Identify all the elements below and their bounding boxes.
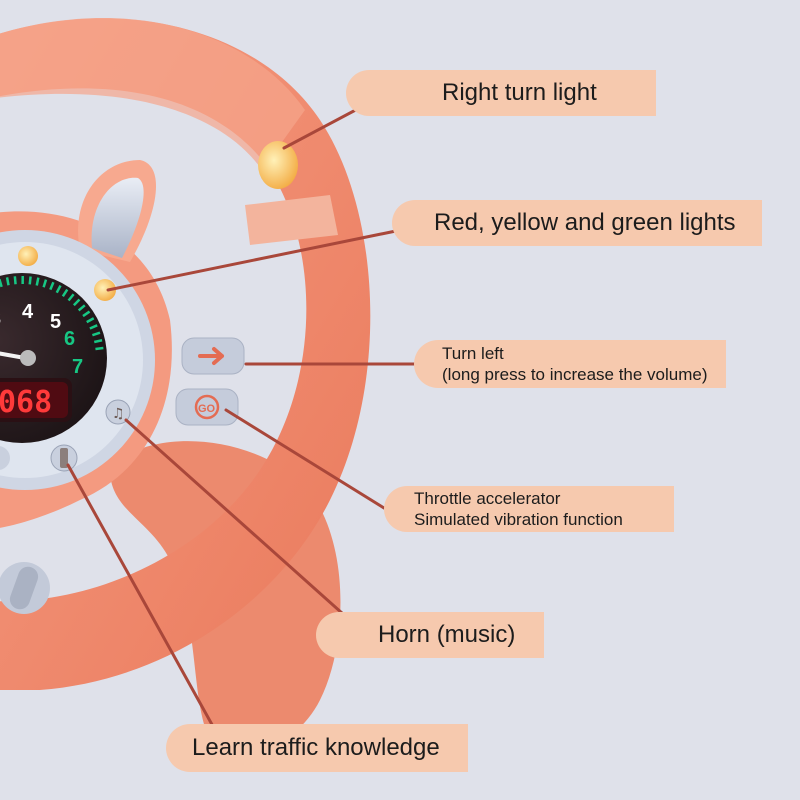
gauge-tick	[67, 293, 75, 302]
horn-button	[105, 399, 131, 425]
top-light-left	[18, 246, 38, 266]
leader-traffic	[66, 463, 217, 732]
wheel-rim	[0, 18, 371, 690]
gauge-tick	[72, 298, 81, 307]
gauge-tick	[89, 324, 98, 330]
traffic-light-icon	[60, 448, 68, 468]
gauge-ticks	[0, 275, 104, 351]
callout-ryg-text: Red, yellow and green lights	[434, 209, 736, 236]
callout-learn-traffic: Learn traffic knowledge	[166, 724, 468, 772]
callout-turn-left-line1: Turn left	[442, 344, 504, 363]
gauge-tick	[13, 276, 17, 285]
gauge-number-3: 3	[0, 308, 1, 330]
left-small-button	[0, 446, 10, 470]
gauge-tick	[42, 279, 48, 288]
callout-turn-left-line2: (long press to increase the volume)	[442, 365, 708, 384]
gauge-tick	[93, 339, 103, 344]
gauge-tick	[86, 317, 95, 324]
gauge-tick	[5, 277, 10, 286]
gauge-tick	[82, 310, 91, 318]
gauge-number-4: 4	[22, 301, 34, 323]
callout-horn-text: Horn (music)	[378, 621, 516, 648]
traffic-lights-indicator	[94, 279, 116, 301]
leader-horn	[124, 418, 354, 624]
digital-display-value: 068	[0, 385, 52, 420]
arrow-right-icon	[198, 347, 224, 365]
music-note-icon: ♫	[112, 406, 125, 422]
callout-right-turn-light-text: Right turn light	[442, 79, 597, 106]
gauge-tick	[28, 276, 32, 285]
gauge-number-5: 5	[50, 311, 61, 333]
gauge-hub	[20, 350, 36, 366]
gauge-tick	[49, 281, 55, 291]
gauge-tick	[0, 278, 3, 288]
gauge-tick	[77, 304, 86, 312]
callout-turn-left: Turn left (long press to increase the vo…	[414, 340, 726, 388]
callout-learn-traffic-text: Learn traffic knowledge	[192, 734, 440, 761]
gauge-needle	[0, 351, 27, 360]
go-button-label: GO	[198, 403, 216, 415]
leader-lines	[66, 94, 434, 732]
rabbit-ear-inner	[91, 177, 144, 258]
leader-ryg	[106, 222, 432, 292]
gauge-number-7: 7	[72, 356, 83, 378]
leader-throttle	[224, 408, 386, 510]
callout-throttle-line1: Throttle accelerator	[414, 489, 561, 508]
callout-horn: Horn (music)	[316, 612, 544, 658]
go-button	[175, 388, 239, 426]
gauge-tick	[61, 288, 69, 297]
callout-throttle-line2: Simulated vibration function	[414, 510, 623, 529]
wheel-grip-top	[0, 17, 305, 170]
gauge-tick	[35, 277, 40, 286]
gauge-tick	[95, 346, 104, 351]
callout-throttle: Throttle accelerator Simulated vibration…	[384, 486, 674, 532]
callout-red-yellow-green-lights: Red, yellow and green lights	[392, 200, 762, 246]
gauge-tick	[55, 285, 62, 294]
wheel-grip-band	[245, 195, 338, 245]
gauge-number-6: 6	[64, 328, 75, 350]
right-turn-light	[258, 141, 298, 189]
callout-right-turn-light: Right turn light	[346, 70, 656, 116]
gauge-tick	[91, 331, 101, 337]
